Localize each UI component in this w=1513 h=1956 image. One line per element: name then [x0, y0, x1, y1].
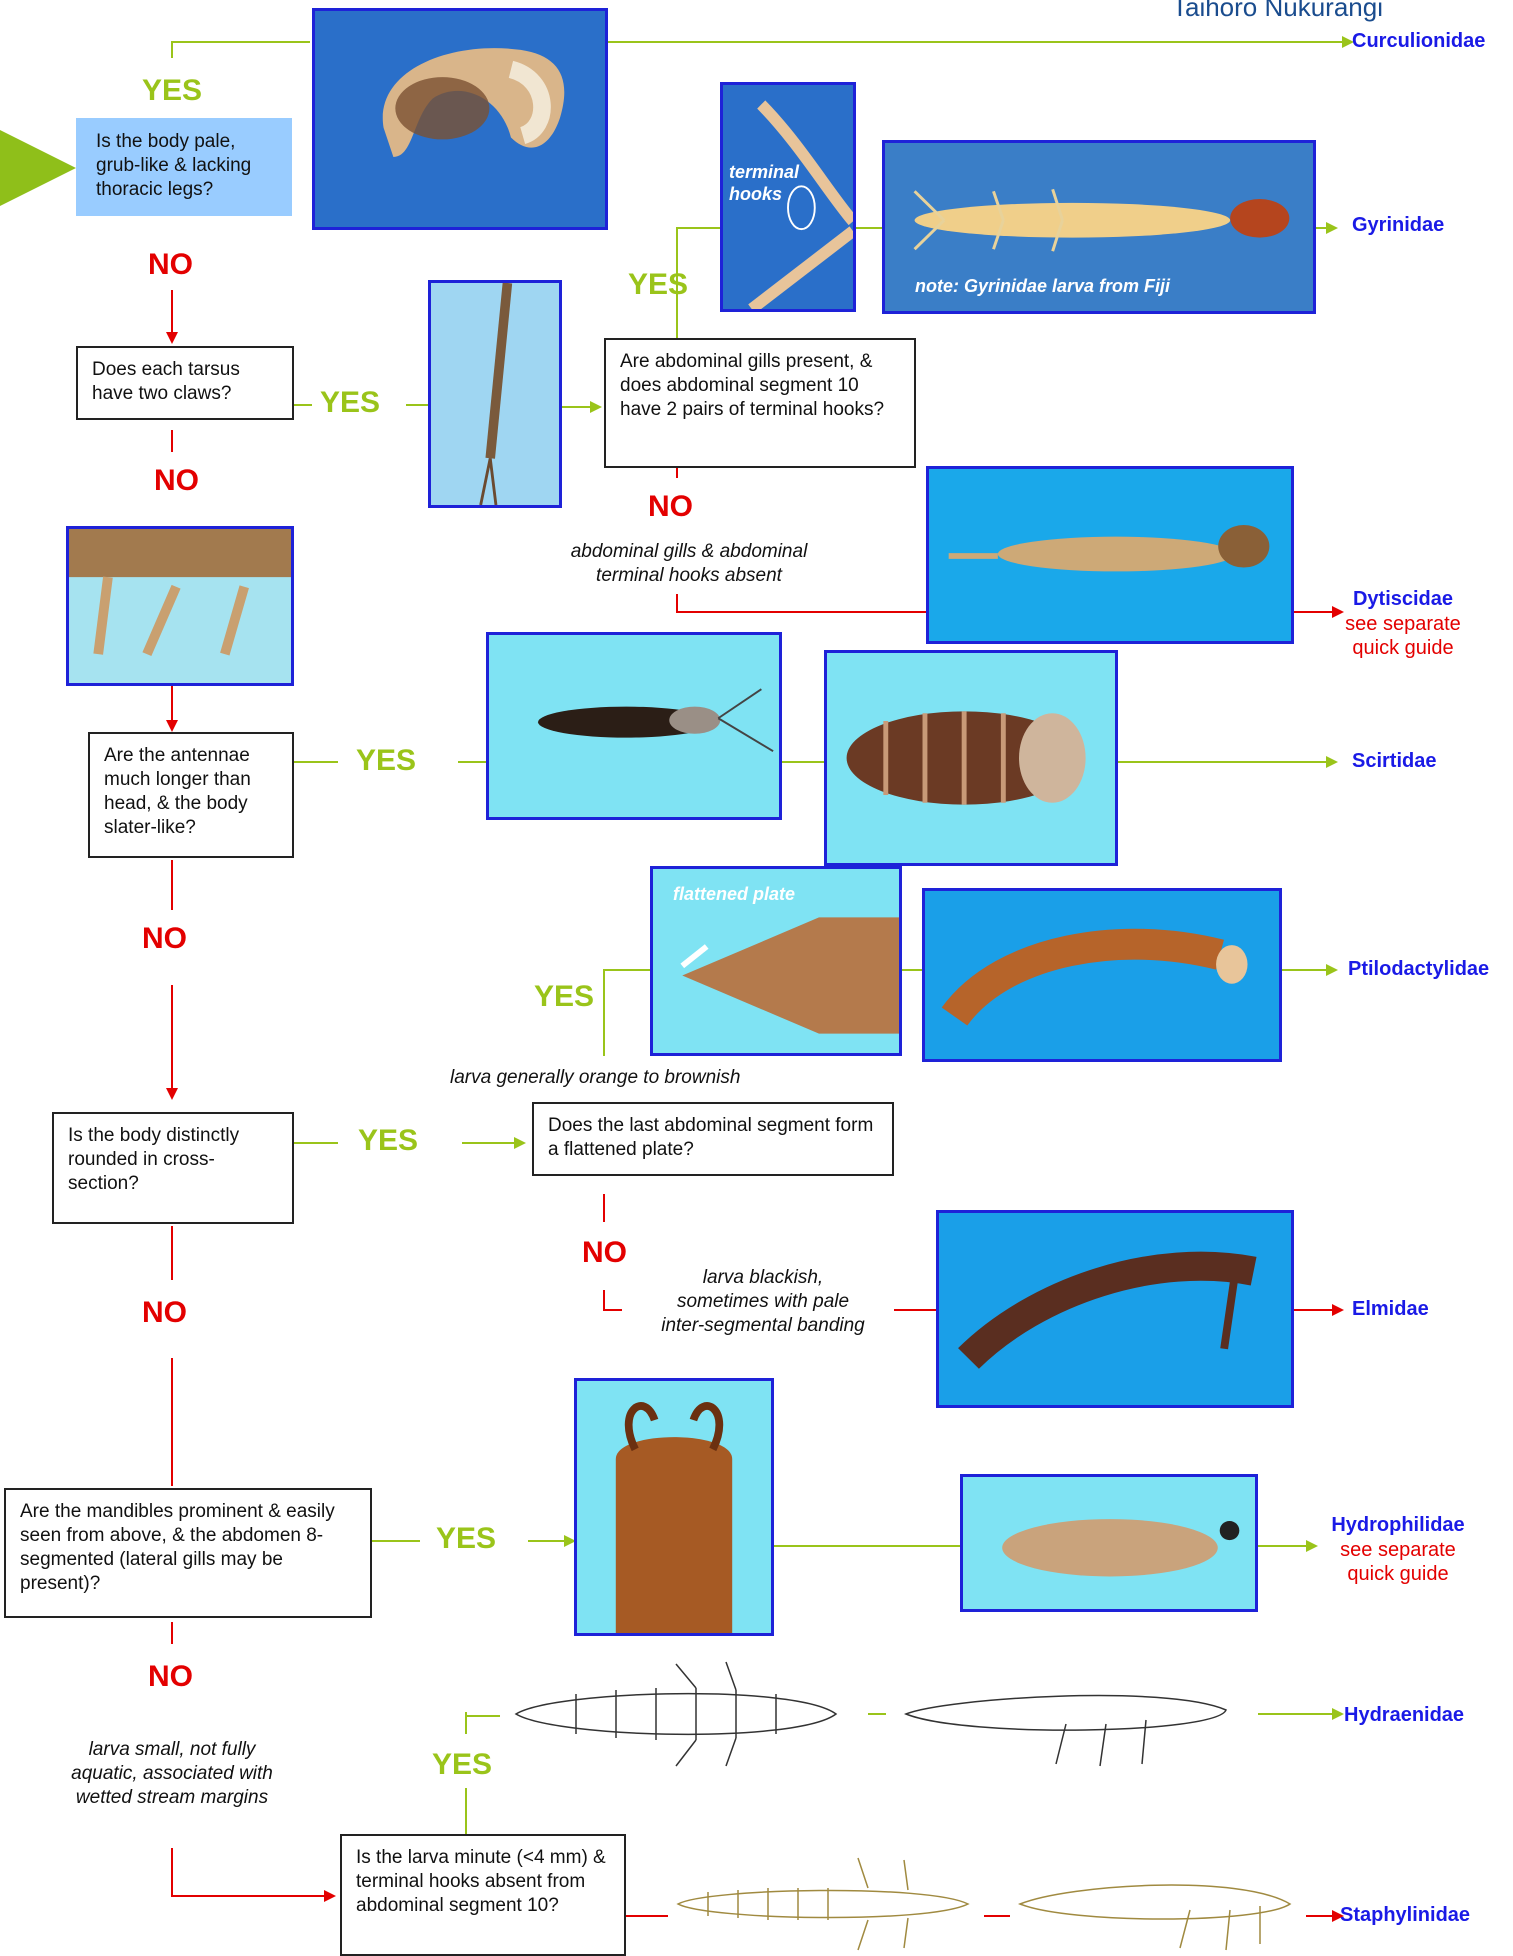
gyrinidae-fiji-note: note: Gyrinidae larva from Fiji: [915, 275, 1170, 297]
dytiscidae-larva-photo: [926, 466, 1294, 644]
question-7: Are the mandibles prominent & easily see…: [4, 1488, 372, 1618]
family-hydrophilidae: Hydrophilidae: [1324, 1514, 1472, 1537]
question-2: Does each tarsus have two claws?: [76, 346, 294, 420]
terminal-hooks-photo: terminal hooks: [720, 82, 856, 312]
tarsus-claw-image: [431, 283, 559, 505]
note-gills-absent: abdominal gills & abdominal terminal hoo…: [548, 540, 830, 588]
note-orange: larva generally orange to brownish: [450, 1066, 790, 1090]
q7-no-label: NO: [148, 1660, 193, 1694]
single-claw-legs-photo: [66, 526, 294, 686]
curculionidae-larva-photo: [312, 8, 608, 230]
terminal-hooks-label: terminal hooks: [729, 161, 853, 205]
grub-larva-image: [315, 11, 605, 227]
q6-yes-label: YES: [534, 980, 594, 1014]
dytiscidae-see-separate-guide: see separate quick guide: [1338, 612, 1468, 660]
flattened-plate-label: flattened plate: [673, 883, 795, 905]
q4-yes-label: YES: [356, 744, 416, 778]
gyrinidae-larva-photo: note: Gyrinidae larva from Fiji: [882, 140, 1316, 314]
note-blackish: larva blackish, sometimes with pale inte…: [656, 1266, 870, 1338]
q5-no-label: NO: [142, 1296, 187, 1330]
mandibles-image: [577, 1381, 771, 1633]
family-curculionidae: Curculionidae: [1352, 30, 1485, 53]
question-1: Is the body pale, grub-like & lacking th…: [76, 118, 292, 216]
family-gyrinidae: Gyrinidae: [1352, 214, 1444, 237]
ptilodactylidae-larva-image: [925, 891, 1279, 1059]
organisation-name: Taihoro Nukurangi: [1172, 0, 1383, 23]
hydrophilidae-larva-image: [963, 1477, 1255, 1609]
q7-yes-label: YES: [436, 1522, 496, 1556]
mandibles-photo: [574, 1378, 774, 1636]
q1-yes-label: YES: [142, 74, 202, 108]
scirtidae-larva-image-2: [827, 653, 1115, 863]
family-dytiscidae: Dytiscidae: [1348, 588, 1458, 611]
q2-yes-label: YES: [320, 386, 380, 420]
two-claws-photo: [428, 280, 562, 508]
staphylinidae-lateral-image: [1010, 1844, 1306, 1954]
q6-no-label: NO: [582, 1236, 627, 1270]
family-staphylinidae: Staphylinidae: [1340, 1904, 1470, 1927]
q2-no-label: NO: [154, 464, 199, 498]
hydraenidae-lateral-drawing: [886, 1654, 1258, 1784]
family-elmidae: Elmidae: [1352, 1298, 1429, 1321]
q3-no-label: NO: [648, 490, 693, 524]
q3-yes-label: YES: [628, 268, 688, 302]
hydraenidae-dorsal-drawing: [496, 1654, 868, 1774]
staphylinidae-dorsal-image: [668, 1844, 984, 1954]
q1-no-label: NO: [148, 248, 193, 282]
question-6: Does the last abdominal segment form a f…: [532, 1102, 894, 1176]
q8-yes-label: YES: [432, 1748, 492, 1782]
question-3: Are abdominal gills present, & does abdo…: [604, 338, 916, 468]
hydraenidae-dorsal-image: [496, 1654, 868, 1774]
scirtidae-larva-photo-1: [486, 632, 782, 820]
hydrophilidae-larva-photo: [960, 1474, 1258, 1612]
q4-no-label: NO: [142, 922, 187, 956]
flattened-plate-photo: flattened plate: [650, 866, 902, 1056]
scirtidae-larva-image-1: [489, 635, 779, 817]
staphylinidae-dorsal-drawing: [668, 1844, 984, 1954]
question-4: Are the antennae much longer than head, …: [88, 732, 294, 858]
elmidae-larva-image: [939, 1213, 1291, 1405]
family-ptilodactylidae: Ptilodactylidae: [1348, 958, 1489, 981]
family-scirtidae: Scirtidae: [1352, 750, 1436, 773]
question-5: Is the body distinctly rounded in cross-…: [52, 1112, 294, 1224]
hydrophilidae-see-separate-guide: see separate quick guide: [1330, 1538, 1466, 1586]
elmidae-larva-photo: [936, 1210, 1294, 1408]
hydraenidae-lateral-image: [886, 1654, 1258, 1784]
legs-image: [69, 529, 291, 683]
note-small: larva small, not fully aquatic, associat…: [66, 1738, 278, 1810]
q5-yes-label: YES: [358, 1124, 418, 1158]
staphylinidae-lateral-drawing: [1010, 1844, 1306, 1954]
scirtidae-larva-photo-2: [824, 650, 1118, 866]
ptilodactylidae-larva-photo: [922, 888, 1282, 1062]
dytiscidae-larva-image: [929, 469, 1291, 641]
question-8: Is the larva minute (<4 mm) & terminal h…: [340, 1834, 626, 1956]
family-hydraenidae: Hydraenidae: [1344, 1704, 1464, 1727]
